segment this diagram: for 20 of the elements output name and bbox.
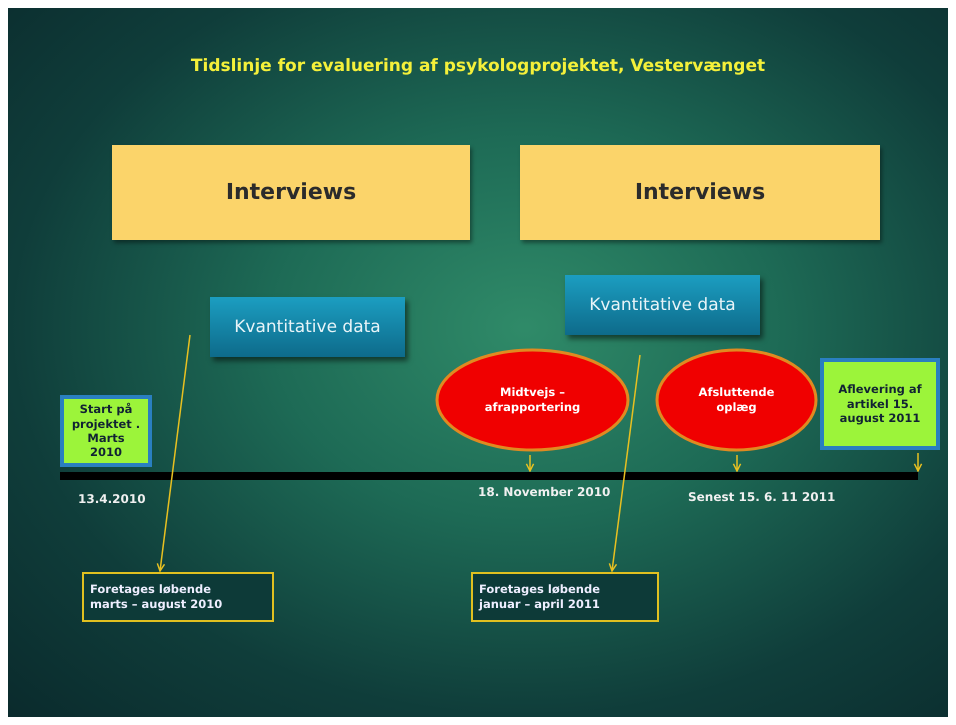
note-box: Foretages løbende januar – april 2011 — [471, 572, 659, 622]
title-text: Tidslinje for evaluering af psykologprojektet, Vestervænget — [190, 56, 766, 76]
interview-box: Interviews — [112, 145, 470, 240]
milestone-label: Afsluttende oplæg — [698, 385, 776, 415]
date-label: Senest 15. 6. 11 2011 — [688, 490, 836, 504]
data-box: Kvantitative data — [210, 297, 405, 357]
date-label: 13.4.2010 — [78, 492, 146, 506]
interview-box: Interviews — [520, 145, 880, 240]
note-box: Foretages løbende marts – august 2010 — [82, 572, 274, 622]
arrow — [526, 455, 534, 472]
arrow — [608, 354, 641, 572]
data-box: Kvantitative data — [565, 275, 760, 335]
arrow — [156, 334, 191, 572]
arrow — [732, 455, 742, 472]
milestone-label: Midtvejs – afrapportering — [484, 385, 582, 415]
milestone-box: Aflevering af artikel 15. august 2011 — [820, 358, 940, 450]
milestone-box: Start på projektet . Marts 2010 — [60, 395, 152, 467]
timeline-bar — [60, 472, 918, 480]
date-label: 18. November 2010 — [478, 485, 610, 499]
arrow — [914, 453, 922, 472]
